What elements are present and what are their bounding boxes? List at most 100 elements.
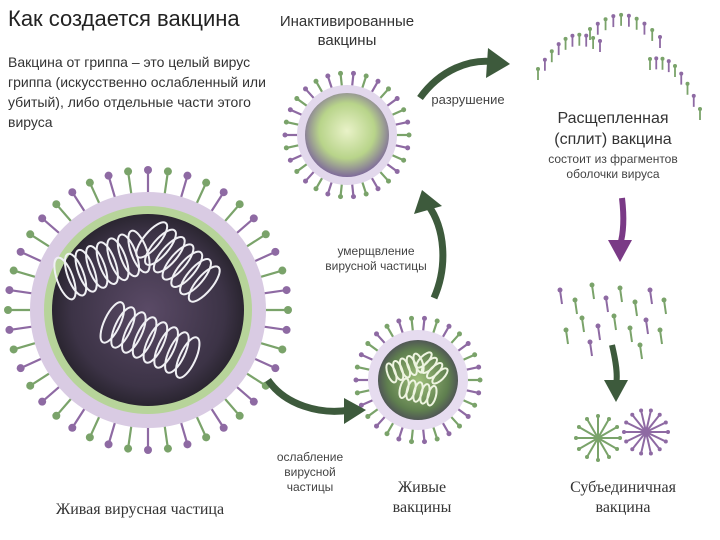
spike-head bbox=[396, 319, 401, 324]
scatter-head bbox=[612, 314, 617, 319]
spike-head bbox=[284, 306, 292, 314]
scatter-head bbox=[644, 318, 649, 323]
arrow-weakening-head bbox=[344, 398, 366, 424]
spike-head bbox=[164, 445, 172, 453]
fragment-head bbox=[650, 28, 654, 32]
spike-head bbox=[303, 86, 308, 91]
star-tip bbox=[639, 409, 643, 413]
virus-core bbox=[52, 214, 244, 406]
spike-head bbox=[395, 169, 400, 174]
star-tip bbox=[596, 458, 600, 462]
spike-head bbox=[325, 191, 330, 196]
spike-head bbox=[409, 439, 414, 444]
fragment-head bbox=[658, 35, 662, 39]
spike-head bbox=[386, 86, 391, 91]
star-tip bbox=[585, 455, 589, 459]
spike-head bbox=[435, 319, 440, 324]
spike-head bbox=[236, 200, 244, 208]
spike-head bbox=[10, 267, 18, 275]
star-tip bbox=[618, 436, 622, 440]
scatter-head bbox=[633, 300, 638, 305]
spike-head bbox=[376, 186, 381, 191]
spike-head bbox=[68, 188, 76, 196]
fragment-head bbox=[588, 27, 592, 31]
fragment-head bbox=[611, 14, 615, 18]
arrow-subunit-down bbox=[612, 345, 617, 385]
spike-head bbox=[105, 440, 113, 448]
spike-head bbox=[354, 378, 359, 383]
scatter-head bbox=[573, 298, 578, 303]
spike-head bbox=[183, 172, 191, 180]
spike-head bbox=[202, 433, 210, 441]
spike-head bbox=[422, 439, 427, 444]
spike-head bbox=[105, 172, 113, 180]
label-live-vaccines: Живыевакцины bbox=[372, 478, 472, 518]
spike-head bbox=[250, 398, 258, 406]
spike-head bbox=[422, 316, 427, 321]
inactivated-core bbox=[305, 93, 389, 177]
scatter-head bbox=[638, 343, 643, 348]
spike-head bbox=[283, 133, 288, 138]
spike-head bbox=[5, 286, 13, 294]
fragment-head bbox=[570, 34, 574, 38]
spike-head bbox=[385, 431, 390, 436]
spike-head bbox=[284, 145, 289, 150]
spike-head bbox=[405, 120, 410, 125]
spike-head bbox=[401, 158, 406, 163]
spike-head bbox=[271, 248, 279, 256]
spike-head bbox=[124, 445, 132, 453]
subunit-particles bbox=[574, 409, 670, 462]
spike-head bbox=[17, 364, 25, 372]
spike-head bbox=[457, 331, 462, 336]
scatter-head bbox=[580, 316, 585, 321]
spike-head bbox=[466, 414, 471, 419]
spike-head bbox=[314, 79, 319, 84]
fragment-head bbox=[679, 72, 683, 76]
spike-head bbox=[17, 248, 25, 256]
arrow-split-down bbox=[620, 198, 623, 245]
fragment-head bbox=[557, 42, 561, 46]
star-tip bbox=[596, 414, 600, 418]
spike-head bbox=[68, 424, 76, 432]
star-tip bbox=[630, 447, 634, 451]
star-tip bbox=[666, 430, 670, 434]
spike-head bbox=[124, 167, 132, 175]
star-tip bbox=[622, 430, 626, 434]
star-tip bbox=[615, 425, 619, 429]
scatter-head bbox=[648, 288, 653, 293]
fragment-head bbox=[698, 107, 702, 111]
spike-head bbox=[38, 214, 46, 222]
spike-head bbox=[374, 331, 379, 336]
fragment-head bbox=[661, 57, 665, 61]
spike-head bbox=[472, 403, 477, 408]
spike-head bbox=[288, 158, 293, 163]
label-split: Расщепленная(сплит) вакцина bbox=[528, 108, 698, 150]
star-tip bbox=[664, 440, 668, 444]
fragment-head bbox=[577, 33, 581, 37]
spike-head bbox=[220, 188, 228, 196]
label-live-particle: Живая вирусная частица bbox=[20, 500, 260, 520]
fragment-head bbox=[673, 64, 677, 68]
scatter-head bbox=[590, 283, 595, 288]
star-tip bbox=[624, 420, 628, 424]
fragment-head bbox=[654, 56, 658, 60]
spike-head bbox=[365, 414, 370, 419]
label-weakening: ослаблениевируснойчастицы bbox=[264, 450, 356, 495]
fragment-head bbox=[692, 94, 696, 98]
star-tip bbox=[639, 451, 643, 455]
scatter-head bbox=[564, 328, 569, 333]
arrow-subunit-down-head bbox=[604, 380, 628, 402]
spike-head bbox=[144, 166, 152, 174]
fragment-head bbox=[584, 34, 588, 38]
live-virus-particle bbox=[4, 166, 292, 454]
spike-head bbox=[395, 96, 400, 101]
scatter-head bbox=[618, 286, 623, 291]
scatter-head bbox=[588, 340, 593, 345]
fragment-head bbox=[543, 58, 547, 62]
spike-head bbox=[164, 167, 172, 175]
spike-head bbox=[457, 424, 462, 429]
star-tip bbox=[630, 413, 634, 417]
